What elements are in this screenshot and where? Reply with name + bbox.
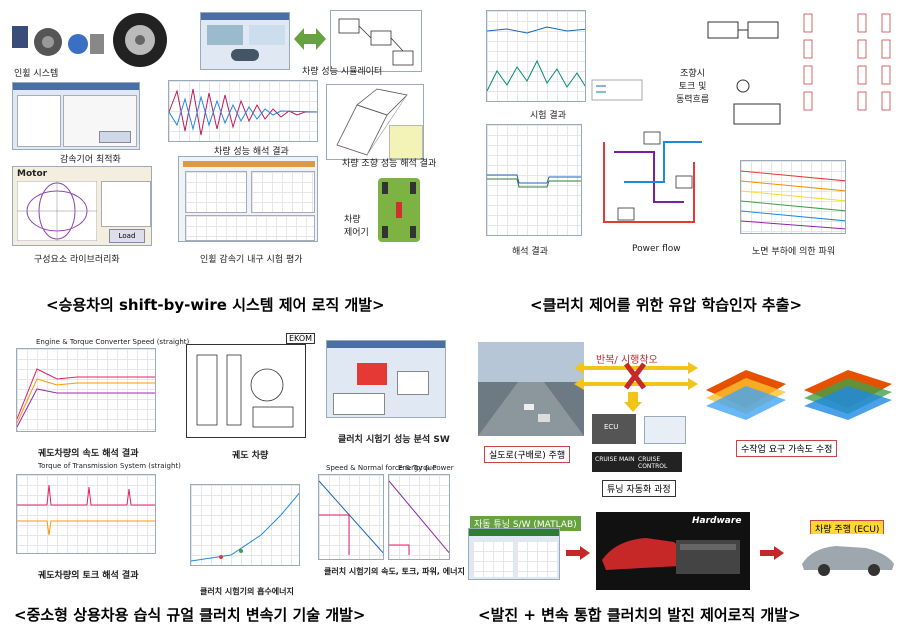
- clutch-sw-label: 클러치 시험기 성능 분석 SW: [338, 435, 450, 445]
- speed-normal-chart: [318, 474, 384, 560]
- steering-label: 차량 조향 성능 해석 결과: [342, 159, 437, 169]
- caption-shift-by-wire: <승용차의 shift-by-wire 시스템 제어 로직 개발>: [46, 296, 385, 314]
- analysis-result-label: 해석 결과: [512, 247, 548, 257]
- matlab-window: [468, 528, 560, 580]
- analysis-chart: [168, 80, 318, 142]
- simulator-label: 차량 성능 시뮬레이터: [302, 67, 383, 77]
- track-vehicle-label: 궤도 차량: [232, 451, 269, 461]
- clutch-speed-label: 클러치 시험기의 속도, 토크, 파워, 에너지: [324, 567, 465, 576]
- sedan-photo: [796, 534, 900, 578]
- clutch-sw-window: [326, 340, 446, 418]
- test-result-label: 시험 결과: [530, 111, 566, 121]
- gear-table: [798, 8, 904, 134]
- manual-req-label: 수작업 요구 가속도 수정: [736, 440, 838, 457]
- motor-title: Motor: [17, 169, 48, 179]
- right-arrow-icon: [566, 546, 590, 560]
- steer-flow-label: 조향시 토크 및 동력흐름: [676, 69, 710, 105]
- analysis-label: 차량 성능 해석 결과: [214, 147, 289, 157]
- surface-chart-1: [700, 350, 792, 422]
- cruise-control-button[interactable]: CRUISE CONTROL: [638, 456, 668, 470]
- cruise-buttons: CRUISE MAIN CRUISE CONTROL: [592, 452, 682, 472]
- inwheel-label: 인휠 시스템: [14, 69, 59, 79]
- track-vehicle-diagram: [186, 344, 306, 438]
- torque-title: Torque of Transmission System (straight): [38, 462, 181, 470]
- simulator-diagram: [330, 10, 422, 72]
- inwheel-image: [8, 8, 168, 70]
- road-load-label: 노면 부하에 의한 파워: [752, 247, 836, 257]
- cruise-main-button[interactable]: CRUISE MAIN: [595, 456, 635, 463]
- library-window: Motor Load: [12, 166, 152, 246]
- power-flow-label: Power flow: [632, 244, 681, 254]
- tuning-screen: [644, 416, 686, 444]
- hardware-label: Hardware: [692, 516, 742, 526]
- test-legend: [590, 10, 644, 102]
- speed-title: Engine & Torque Converter Speed (straigh…: [36, 338, 190, 346]
- ecu-device: ECU: [592, 414, 636, 444]
- vehicle-label: 차량 제어기: [344, 215, 369, 238]
- speed-normal-title: Speed & Normal force & Torque: [326, 464, 437, 472]
- speed-result-label: 궤도차량의 속도 해석 결과: [38, 449, 139, 459]
- analysis-result-chart: [486, 124, 582, 236]
- simulator-screen: [200, 12, 290, 70]
- ekom-tag: EKOM: [286, 333, 316, 344]
- caption-clutch-hydraulic: <클러치 제어를 위한 유압 학습인자 추출>: [530, 296, 803, 314]
- speed-chart: [16, 348, 156, 432]
- power-flow-diagram: [594, 122, 710, 238]
- clutch-check-chart: [190, 484, 300, 566]
- double-arrow-icon: [294, 28, 326, 50]
- library-label: 구성요소 라이브러리화: [34, 255, 120, 265]
- energy-power-chart: [388, 474, 450, 560]
- steering-window: [326, 84, 424, 160]
- ecu-label: ECU: [604, 423, 619, 431]
- real-road-label: 실도로(구배로) 주행: [484, 446, 571, 463]
- torque-result-label: 궤도차량의 토크 해석 결과: [38, 571, 139, 581]
- right-arrow-icon-2: [760, 546, 784, 560]
- load-button[interactable]: Load: [109, 229, 145, 243]
- hardware-photo: Hardware: [596, 512, 750, 590]
- gear-opt-label: 감속기어 최적화: [60, 155, 121, 165]
- repeat-arrows-icon: [574, 362, 698, 390]
- highway-photo: [478, 342, 584, 436]
- test-result-chart: [486, 10, 586, 102]
- clutch-check-label: 클러치 시험기의 흡수에너지: [200, 587, 294, 596]
- energy-power-title: Energy & Power: [398, 464, 454, 472]
- inwheel-illustration: [12, 13, 167, 67]
- down-arrow-icon: [624, 392, 642, 412]
- surface-chart-2: [798, 350, 898, 422]
- gear-opt-window: [12, 82, 140, 150]
- tuning-auto-label: 튜닝 자동화 과정: [602, 480, 676, 497]
- steer-diagram: [698, 12, 788, 130]
- road-load-chart: [740, 160, 846, 234]
- durability-label: 인휠 감속기 내구 시험 평가: [200, 255, 303, 265]
- caption-launch-control: <발진 + 변속 통합 클러치의 발진 제어로직 개발>: [478, 606, 801, 624]
- durability-window: [178, 156, 318, 242]
- vehicle-controller: [378, 178, 420, 242]
- torque-chart: [16, 474, 156, 554]
- repeat-label: 반복/ 시행착오: [596, 355, 658, 366]
- caption-wet-clutch: <중소형 상용차용 습식 규얼 클러치 변속기 기술 개발>: [14, 606, 366, 624]
- auto-tuning-sw-label: 자동 튜닝 S/W (MATLAB): [470, 516, 581, 531]
